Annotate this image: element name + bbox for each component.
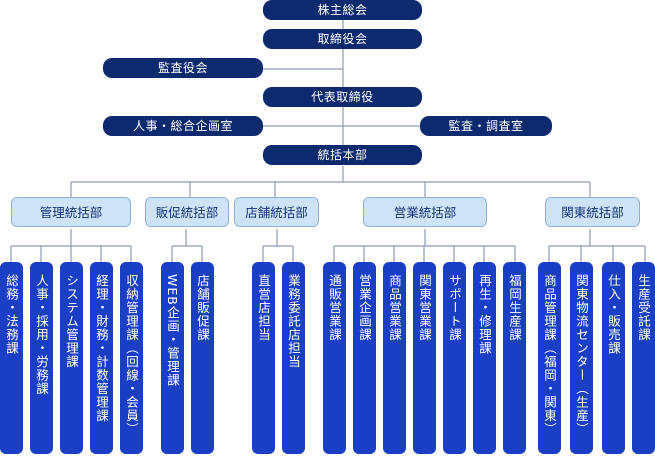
section-card: 関東営業課 bbox=[413, 262, 436, 454]
section-card: 直営店担当 bbox=[252, 262, 275, 454]
section-label: 関東物流センター（生産） bbox=[574, 274, 589, 436]
section-card: 仕入・販売課 bbox=[602, 262, 625, 454]
section-label: 収納管理課（回線・会員） bbox=[124, 274, 139, 436]
section-label: 商品営業課 bbox=[387, 274, 402, 342]
section-label: 人事・採用・労務課 bbox=[34, 274, 49, 396]
section-card: 収納管理課（回線・会員） bbox=[120, 262, 143, 454]
section-card: 関東物流センター（生産） bbox=[570, 262, 593, 454]
section-card: 生産受託課 bbox=[632, 262, 655, 454]
hr-planning-office: 人事・総合企画室 bbox=[103, 116, 263, 136]
section-label: 経理・財務・計数管理課 bbox=[94, 274, 109, 423]
dept-eigyo: 営業統括部 bbox=[363, 197, 487, 227]
representative-director: 代表取締役 bbox=[263, 87, 422, 107]
section-card: サポート課 bbox=[443, 262, 466, 454]
section-card: 商品管理課（福岡・関東） bbox=[538, 262, 561, 454]
dept-hansoku: 販促統括部 bbox=[145, 197, 229, 227]
section-label: 営業企画課 bbox=[357, 274, 372, 342]
section-label: 再生・修理課 bbox=[477, 274, 492, 355]
section-label: 通販営業課 bbox=[327, 274, 342, 342]
dept-kanri: 管理統括部 bbox=[11, 197, 131, 227]
board-of-auditors: 監査役会 bbox=[103, 58, 263, 78]
section-label: 福岡生産課 bbox=[507, 274, 522, 342]
section-card: 通販営業課 bbox=[323, 262, 346, 454]
section-card: 経理・財務・計数管理課 bbox=[90, 262, 113, 454]
section-card: 店舗販促課 bbox=[191, 262, 214, 454]
section-label: 関東営業課 bbox=[417, 274, 432, 342]
section-card: 福岡生産課 bbox=[503, 262, 526, 454]
section-label: 直営店担当 bbox=[256, 274, 271, 342]
section-card: 人事・採用・労務課 bbox=[30, 262, 53, 454]
section-label: 総務・法務課 bbox=[4, 274, 19, 355]
section-label: システム管理課 bbox=[64, 274, 79, 369]
section-label: 生産受託課 bbox=[636, 274, 651, 342]
board-of-directors: 取締役会 bbox=[263, 29, 422, 49]
section-card: 商品営業課 bbox=[383, 262, 406, 454]
section-card: システム管理課 bbox=[60, 262, 83, 454]
section-card: 業務委託店担当 bbox=[282, 262, 305, 454]
section-label: サポート課 bbox=[447, 274, 462, 342]
shareholders-meeting: 株主総会 bbox=[263, 0, 422, 20]
section-label: WEB企画・管理課 bbox=[165, 274, 180, 387]
section-label: 店舗販促課 bbox=[195, 274, 210, 342]
dept-kanto: 関東統括部 bbox=[545, 197, 640, 227]
dept-tenpo: 店舗統括部 bbox=[234, 197, 319, 227]
section-card: 総務・法務課 bbox=[0, 262, 23, 454]
section-card: 営業企画課 bbox=[353, 262, 376, 454]
general-headquarters: 統括本部 bbox=[263, 145, 422, 165]
section-card: 再生・修理課 bbox=[473, 262, 496, 454]
section-label: 商品管理課（福岡・関東） bbox=[542, 274, 557, 436]
section-card: WEB企画・管理課 bbox=[161, 262, 184, 454]
section-label: 仕入・販売課 bbox=[606, 274, 621, 355]
audit-investigation-office: 監査・調査室 bbox=[420, 116, 552, 136]
section-label: 業務委託店担当 bbox=[286, 274, 301, 369]
